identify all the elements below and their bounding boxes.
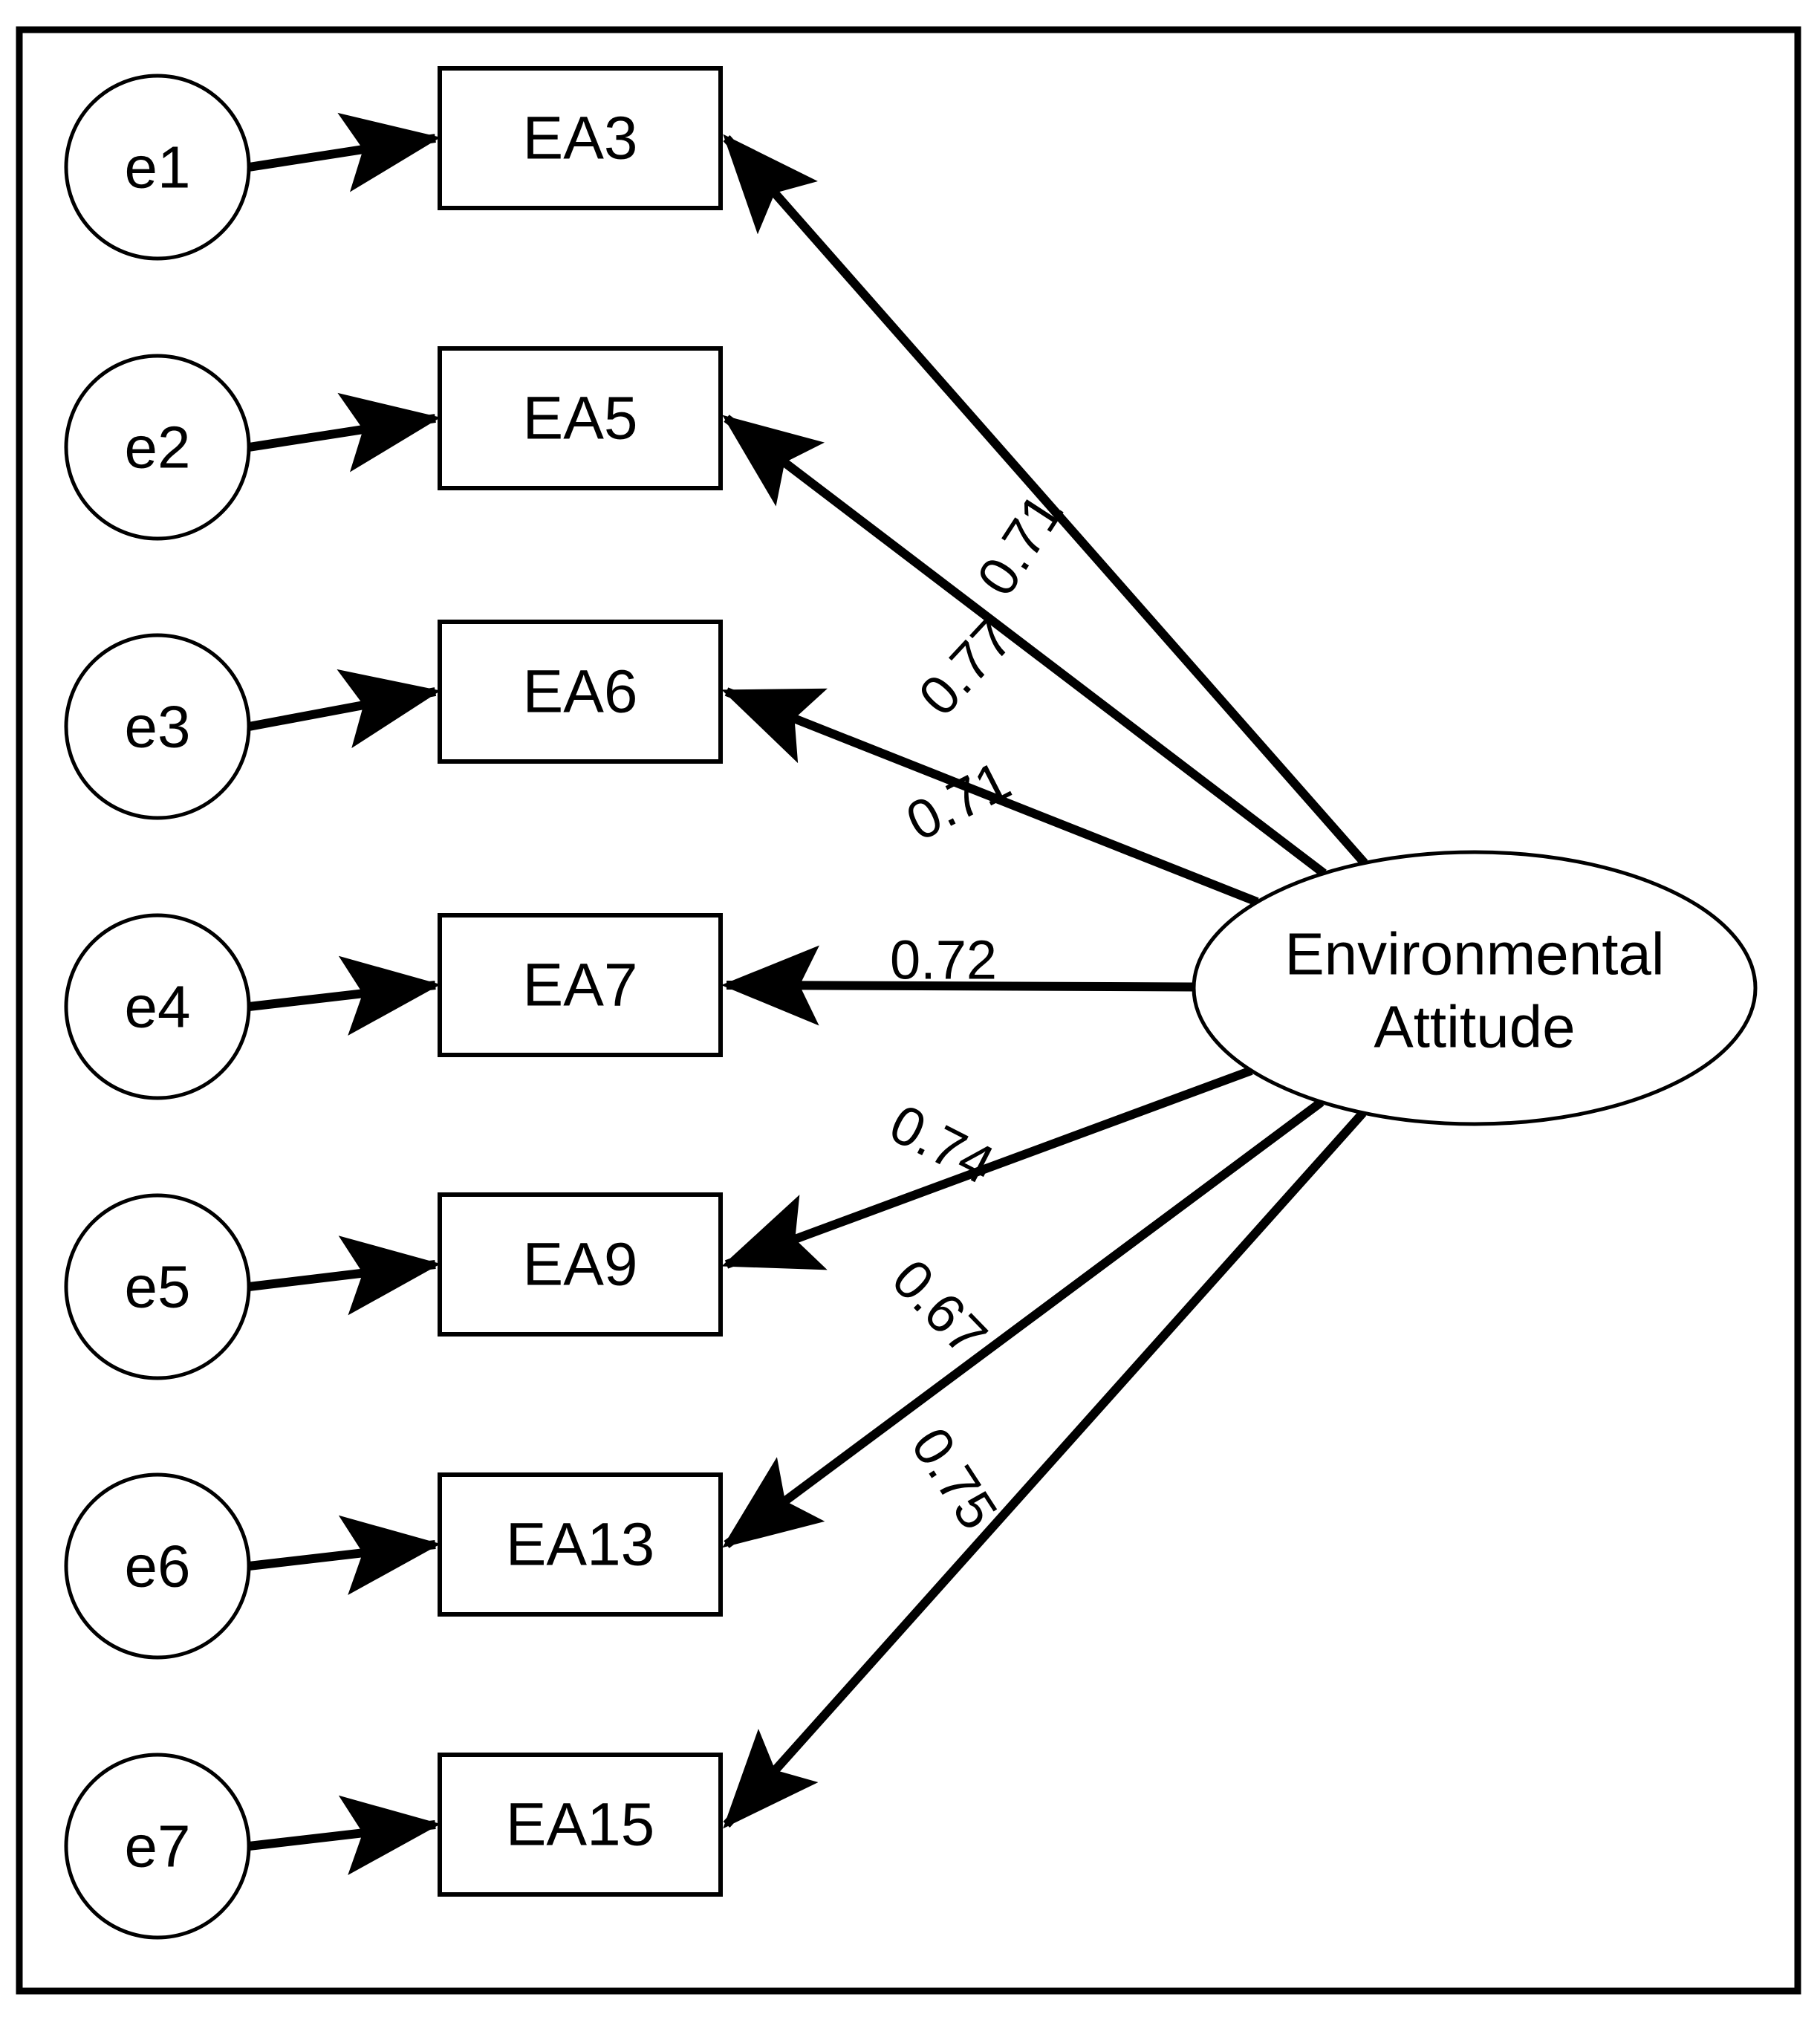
error-path-e7-to-EA15	[248, 1795, 441, 1875]
error-term-e2: e2	[64, 354, 441, 541]
loading-path-to-EA5	[722, 415, 1327, 877]
loading-coefficient-EA7: 0.72	[890, 929, 997, 991]
error-term-e4: e4	[64, 913, 441, 1100]
latent-label-line2: Attitude	[1374, 994, 1575, 1060]
error-path-e5-to-EA9	[248, 1235, 441, 1316]
indicator-label-EA7: EA7	[523, 952, 638, 1019]
error-label-e2: e2	[125, 415, 191, 481]
indicator-EA6: EA6	[438, 620, 723, 764]
indicator-box-EA15[interactable]	[438, 1753, 723, 1897]
loading-path-to-EA9	[721, 1066, 1253, 1270]
loading-coefficient-EA3: 0.71	[965, 483, 1075, 606]
latent-ellipse-environmental-attitude[interactable]	[1192, 850, 1758, 1126]
error-label-e1: e1	[125, 134, 191, 201]
indicator-box-EA3[interactable]	[438, 66, 723, 210]
indicator-label-EA9: EA9	[523, 1231, 638, 1299]
error-term-e5: e5	[64, 1193, 441, 1380]
indicator-box-EA5[interactable]	[438, 346, 723, 490]
loading-path-to-EA3	[723, 134, 1368, 866]
indicator-box-EA9[interactable]	[438, 1192, 723, 1337]
latent-label-line1: Environmental	[1284, 921, 1664, 987]
indicator-box-EA6[interactable]	[438, 620, 723, 764]
indicator-EA5: EA5	[438, 346, 723, 490]
indicator-EA3: EA3	[438, 66, 723, 210]
loading-path-to-EA6	[721, 687, 1259, 906]
error-term-e3: e3	[64, 633, 441, 820]
error-label-e5: e5	[125, 1254, 191, 1320]
loading-path-to-EA13	[722, 1098, 1325, 1548]
error-term-e1: e1	[64, 74, 441, 261]
loading-path-to-EA7	[721, 945, 1195, 1026]
indicator-EA13: EA13	[438, 1472, 723, 1617]
indicator-EA15: EA15	[438, 1753, 723, 1897]
error-label-e4: e4	[125, 974, 191, 1040]
error-path-e1-to-EA3	[248, 112, 441, 192]
indicator-label-EA5: EA5	[523, 385, 638, 452]
error-term-e7: e7	[64, 1753, 441, 1940]
error-label-e3: e3	[125, 694, 191, 760]
loading-coefficient-EA5: 0.77	[907, 607, 1025, 727]
error-term-e6: e6	[64, 1472, 441, 1660]
indicator-box-EA13[interactable]	[438, 1472, 723, 1617]
error-label-e6: e6	[125, 1533, 191, 1600]
indicator-EA7: EA7	[438, 913, 723, 1057]
indicator-EA9: EA9	[438, 1192, 723, 1337]
loading-coefficient-EA13: 0.67	[880, 1247, 999, 1367]
indicator-label-EA15: EA15	[506, 1791, 655, 1859]
diagram-frame	[16, 26, 1801, 1995]
loading-coefficients-group: 0.710.770.710.720.740.670.75	[880, 483, 1075, 1540]
factor-loading-paths-group	[721, 134, 1368, 1829]
indicator-label-EA13: EA13	[506, 1511, 655, 1579]
indicator-label-EA6: EA6	[523, 658, 638, 726]
error-path-e3-to-EA6	[247, 669, 441, 749]
error-label-e7: e7	[125, 1813, 191, 1880]
indicator-label-EA3: EA3	[523, 105, 638, 172]
loading-path-to-EA15	[723, 1109, 1367, 1829]
error-path-e4-to-EA7	[248, 955, 441, 1036]
error-path-e2-to-EA5	[248, 392, 441, 472]
error-path-e6-to-EA13	[248, 1515, 441, 1595]
indicator-box-EA7[interactable]	[438, 913, 723, 1057]
error-terms-group: e1 e2 e3 e4 e5 e6 e7	[64, 74, 441, 1940]
